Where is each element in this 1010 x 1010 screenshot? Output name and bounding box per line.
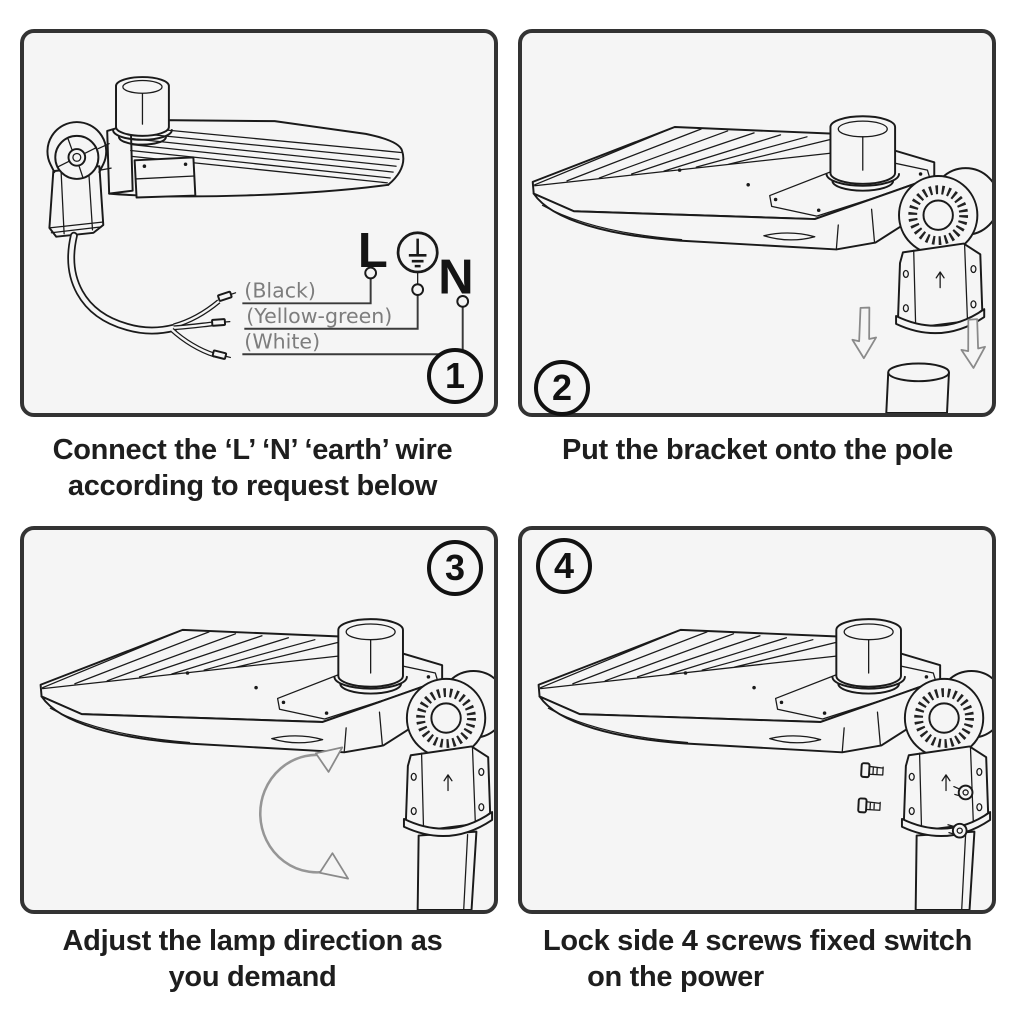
step-4-illustration (522, 530, 992, 910)
terminal-point (456, 294, 470, 308)
pole (416, 830, 478, 910)
wire-black (173, 299, 221, 329)
wire-ferrule (217, 290, 237, 302)
wiring-diagram: L N (Black) (Yellow-green) (White) (242, 224, 474, 356)
lamp-fixture (106, 76, 405, 199)
step-3-panel (20, 526, 498, 914)
caption-line: Lock side 4 screws fixed switch (542, 925, 973, 957)
step-2-caption: Put the bracket onto the pole (505, 432, 1010, 468)
step-2-illustration (522, 33, 992, 413)
power-cable (67, 231, 237, 360)
step-badge-1: 1 (427, 348, 483, 404)
wire-ferrule (211, 318, 231, 327)
screw-icon (860, 762, 884, 779)
terminal-point (411, 283, 425, 296)
photocell-sensor (112, 76, 173, 146)
screw-icon (953, 784, 974, 801)
down-arrow-icon (851, 306, 877, 360)
caption-line: Connect the ‘L’ ‘N’ ‘earth’ wire (52, 434, 453, 466)
caption-line: on the power (587, 961, 764, 993)
wire-label-white: (White) (244, 329, 320, 353)
step-number: 2 (551, 367, 573, 408)
step-4-panel (518, 526, 996, 914)
step-1-caption: Connect the ‘L’ ‘N’ ‘earth’ wire accordi… (0, 432, 505, 504)
step-1-illustration: L N (Black) (Yellow-green) (White) (46, 76, 474, 360)
terminal-N-label: N (438, 251, 473, 305)
down-arrow-icon (960, 318, 986, 369)
wire-white (170, 327, 216, 358)
screw-icon (947, 822, 968, 839)
rotation-arrow-icon (259, 746, 350, 880)
mounting-arm (46, 121, 112, 238)
caption-line: Put the bracket onto the pole (562, 434, 953, 466)
wire-label-black: (Black) (244, 278, 316, 302)
caption-line: according to request below (67, 470, 438, 502)
earth-symbol-icon (396, 231, 439, 285)
wire-yellow-green (173, 321, 214, 331)
step-3-caption: Adjust the lamp direction as you demand (0, 923, 505, 995)
step-4-caption: Lock side 4 screws fixed switch on the p… (505, 923, 1010, 995)
heat-sink-fins (130, 126, 402, 184)
wire-label-yellow-green: (Yellow-green) (246, 304, 392, 328)
wire-ferrule (211, 349, 231, 360)
screw-icon (857, 797, 881, 814)
caption-line: you demand (168, 961, 337, 993)
step-badge-3: 3 (427, 540, 483, 596)
step-1-panel: L N (Black) (Yellow-green) (White) (20, 29, 498, 417)
step-2-panel (518, 29, 996, 417)
step-number: 3 (444, 547, 466, 588)
pole (914, 830, 976, 910)
caption-line: Adjust the lamp direction as (62, 925, 443, 957)
step-badge-2: 2 (534, 360, 590, 416)
step-3-illustration (24, 530, 494, 910)
step-badge-4: 4 (536, 538, 592, 594)
pole (885, 362, 950, 413)
step-number: 4 (553, 545, 575, 586)
step-number: 1 (444, 355, 466, 396)
terminal-point (364, 266, 378, 280)
